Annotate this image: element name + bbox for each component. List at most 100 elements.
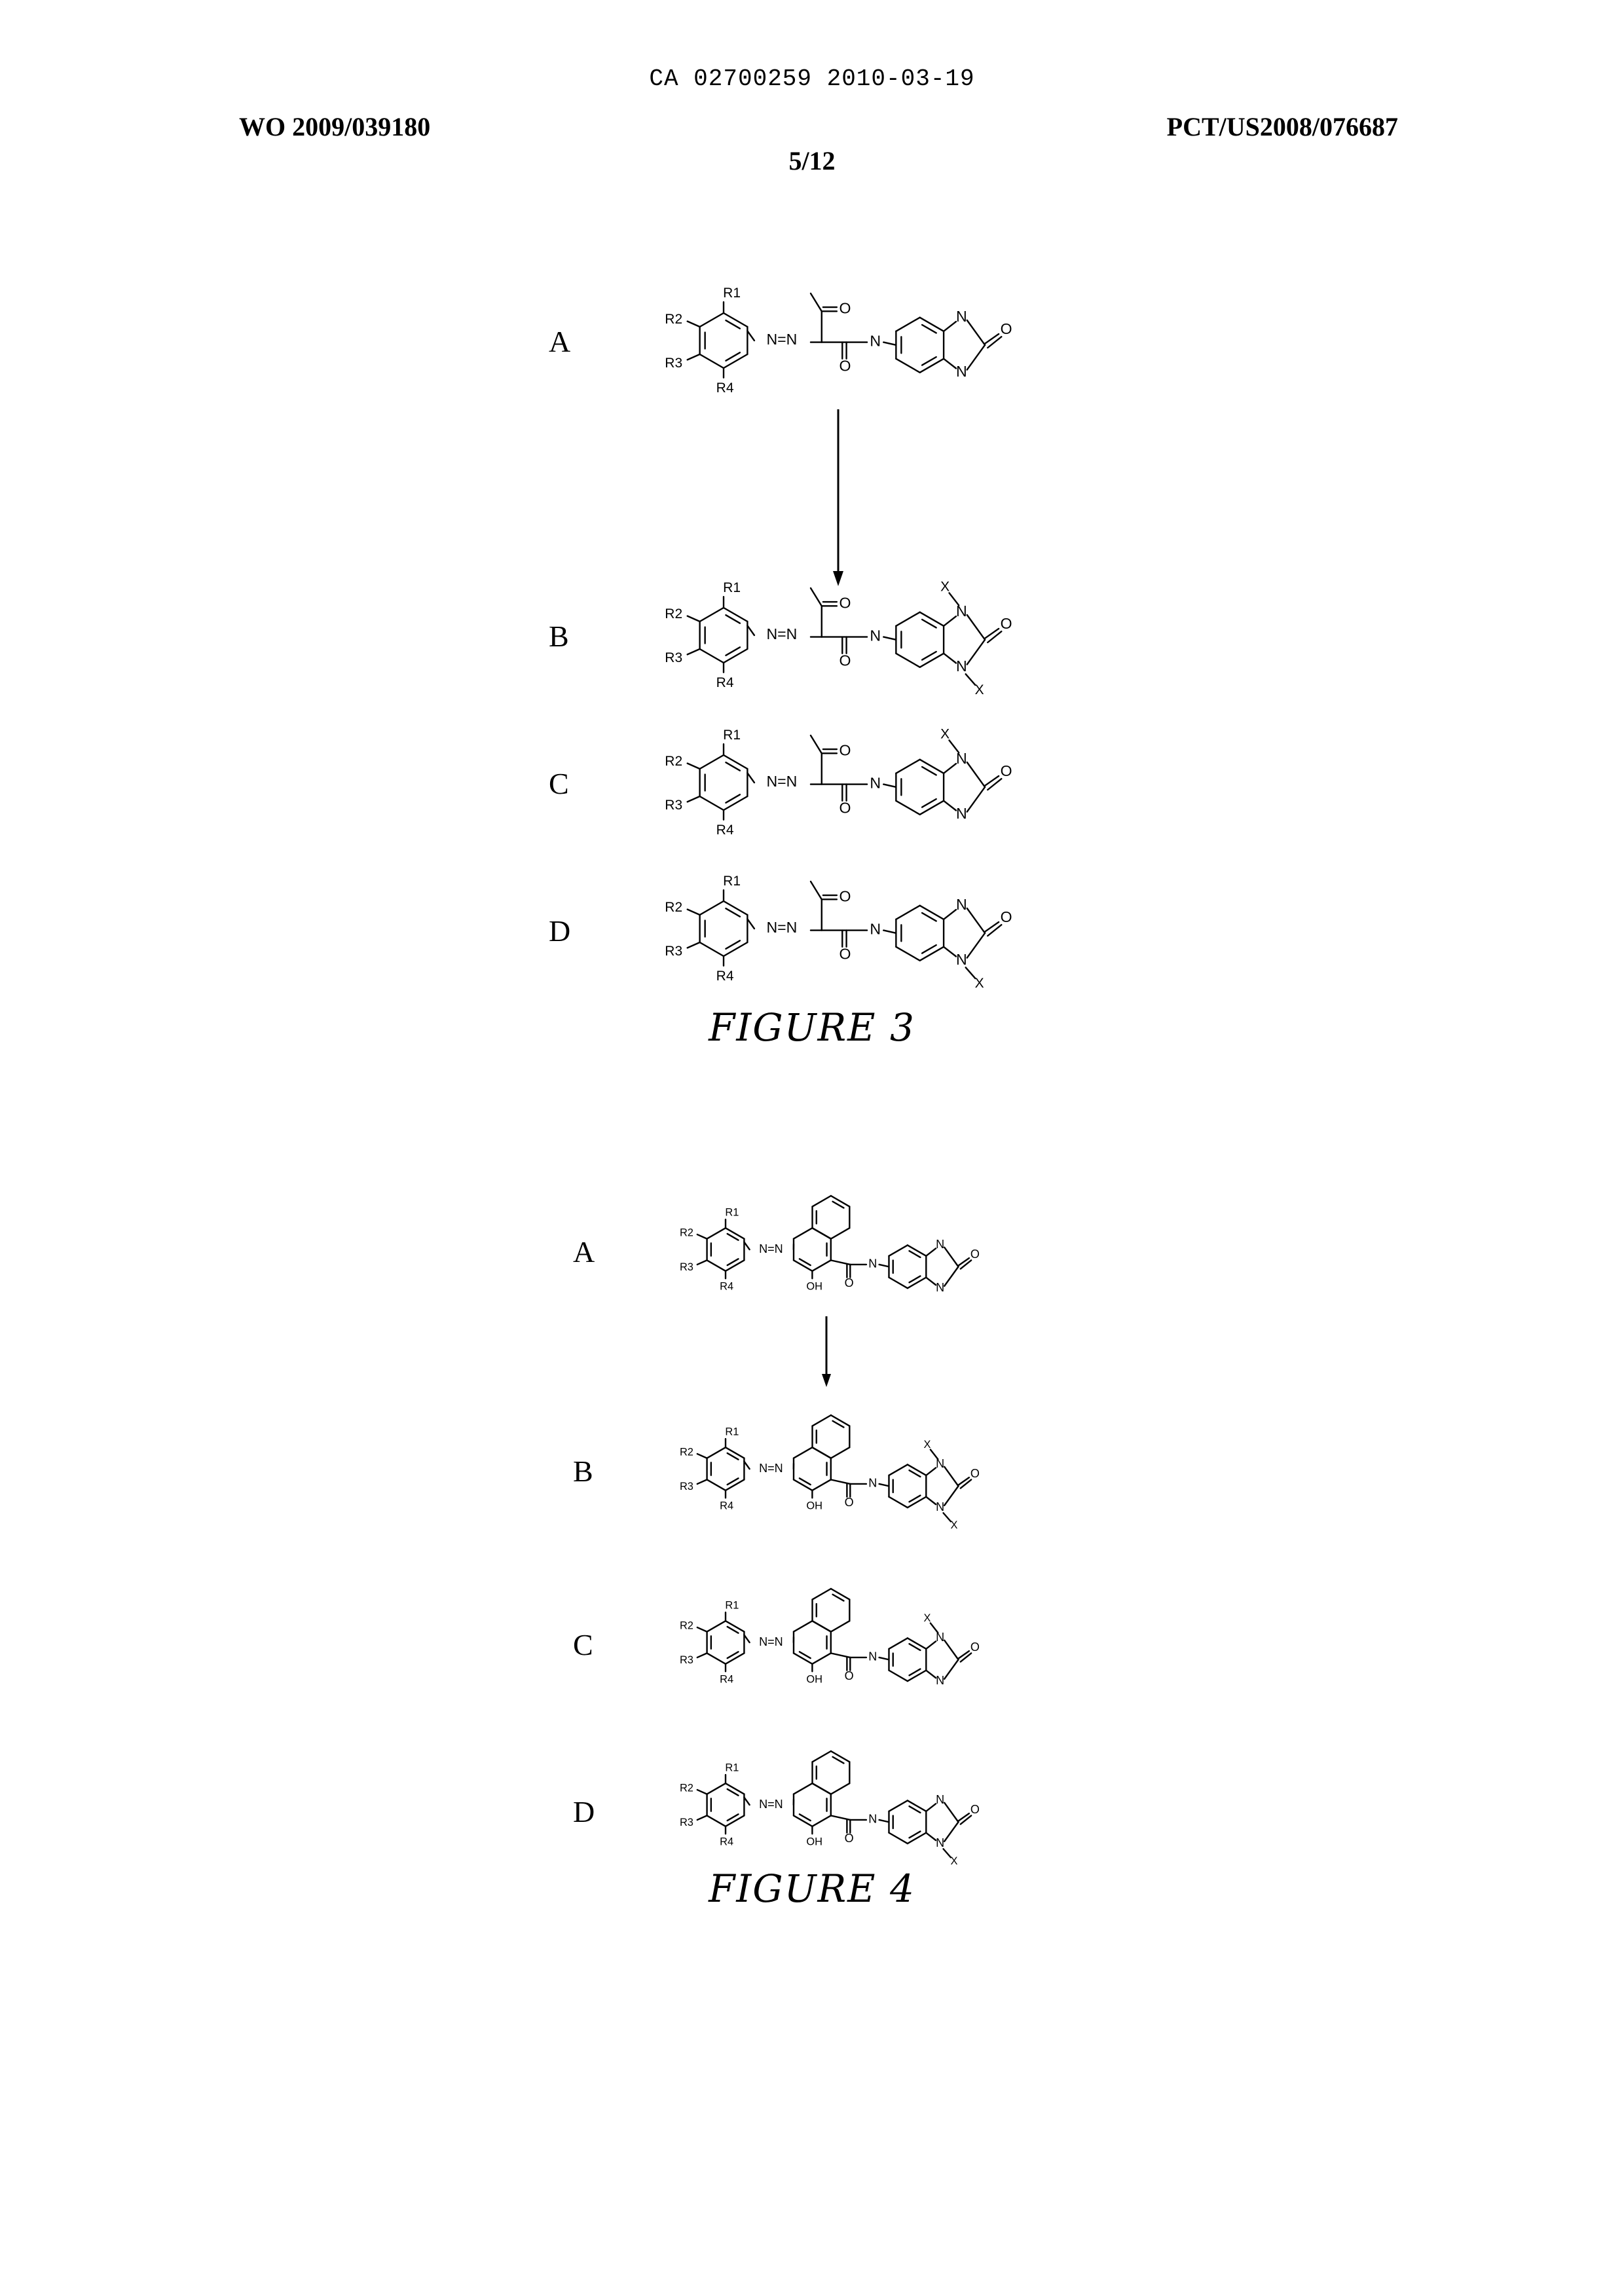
azo-label: N=N [759, 1462, 783, 1475]
oxygen-label: O [1001, 908, 1012, 925]
azo-label: N=N [759, 1635, 783, 1648]
oxygen-label: O [970, 1248, 980, 1261]
r4-label: R4 [716, 675, 734, 690]
oxygen-label: O [839, 887, 851, 904]
r2-label: R2 [680, 1783, 693, 1794]
r1-label: R1 [723, 286, 741, 301]
figure-3-caption: FIGURE 3 [0, 1005, 1624, 1050]
r1-label: R1 [725, 1426, 739, 1438]
r3-label: R3 [665, 944, 682, 959]
fig3-structure-b: R1R2R3R4N=NOONNNOXX [665, 580, 1012, 698]
r3-label: R3 [665, 650, 682, 665]
hydroxyl-label: OH [806, 1674, 822, 1686]
hydroxyl-label: OH [806, 1500, 822, 1512]
nitrogen-label: N [956, 896, 967, 913]
nitrogen-label: N [956, 363, 967, 380]
r1-label: R1 [725, 1207, 739, 1219]
substituent-x-label: X [940, 727, 950, 742]
substituent-x-label: X [950, 1855, 957, 1867]
fig4-structure-d: R1R2R3R4 N=N OH O N N N O X [680, 1751, 980, 1867]
oxygen-label: O [970, 1467, 980, 1480]
oxygen-label: O [839, 299, 851, 316]
r3-label: R3 [680, 1481, 693, 1492]
r3-label: R3 [680, 1654, 693, 1666]
nitrogen-label: N [956, 308, 967, 325]
nitrogen-label: N [936, 1500, 944, 1513]
substituent-x-label: X [923, 1439, 931, 1451]
figure-4-caption: FIGURE 4 [0, 1866, 1624, 1911]
oxygen-label: O [839, 652, 851, 669]
r1-label: R1 [725, 1600, 739, 1612]
nitrogen-label: N [870, 333, 881, 350]
r2-label: R2 [680, 1447, 693, 1458]
substituent-x-label: X [975, 976, 984, 991]
oxygen-label: O [970, 1640, 980, 1654]
r1-label: R1 [723, 874, 741, 889]
oxygen-label: O [839, 741, 851, 758]
oxygen-label: O [839, 594, 851, 611]
nitrogen-label: N [868, 1477, 877, 1490]
oxygen-label: O [1001, 762, 1012, 779]
oxygen-label: O [970, 1803, 980, 1816]
nitrogen-label: N [870, 627, 881, 644]
oxygen-label: O [845, 1276, 854, 1289]
fig4-arrow [822, 1316, 831, 1387]
nitrogen-label: N [868, 1257, 877, 1270]
hydroxyl-label: OH [806, 1281, 822, 1293]
nitrogen-label: N [956, 951, 967, 968]
r2-label: R2 [665, 754, 682, 769]
r3-label: R3 [665, 356, 682, 371]
fig3-arrow [833, 409, 843, 586]
azo-label: N=N [766, 773, 797, 790]
fig4-structure-a: R1R2R3R4N=NOHONNNO [680, 1196, 980, 1294]
fig4-structure-c: R1R2R3R4N=NOHONNNOX [680, 1589, 980, 1687]
azo-label: N=N [759, 1798, 783, 1811]
oxygen-label: O [845, 1669, 854, 1682]
nitrogen-label: N [936, 1793, 944, 1806]
r1-label: R1 [723, 728, 741, 743]
r4-label: R4 [720, 1836, 733, 1848]
nitrogen-label: N [936, 1836, 944, 1849]
azo-label: N=N [766, 919, 797, 936]
nitrogen-label: N [868, 1813, 877, 1826]
oxygen-label: O [845, 1832, 854, 1845]
oxygen-label: O [839, 358, 851, 375]
fig3-structure-d: R1R2R3R4N=NOONNNOX [665, 874, 1012, 991]
r4-label: R4 [720, 1674, 733, 1686]
azo-label: N=N [759, 1242, 783, 1255]
r1-label: R1 [725, 1762, 739, 1774]
r4-label: R4 [716, 823, 734, 838]
oxygen-label: O [1001, 615, 1012, 632]
nitrogen-label: N [956, 657, 967, 675]
r2-label: R2 [665, 606, 682, 621]
r2-label: R2 [680, 1620, 693, 1632]
r2-label: R2 [680, 1227, 693, 1239]
nitrogen-label: N [936, 1281, 944, 1294]
r4-label: R4 [720, 1500, 733, 1512]
fig3-structure-c: R1R2R3R4N=NOONNNOX [665, 727, 1012, 838]
substituent-x-label: X [975, 682, 984, 697]
fig4-structure-b: R1R2R3R4N=NOHONNNOXX [680, 1415, 980, 1531]
r3-label: R3 [665, 798, 682, 813]
nitrogen-label: N [870, 775, 881, 792]
r3-label: R3 [680, 1817, 693, 1828]
r1-label: R1 [723, 580, 741, 595]
oxygen-label: O [839, 946, 851, 963]
r4-label: R4 [716, 380, 734, 396]
r3-label: R3 [680, 1261, 693, 1273]
r2-label: R2 [665, 312, 682, 327]
oxygen-label: O [839, 800, 851, 817]
azo-label: N=N [766, 625, 797, 642]
oxygen-label: O [1001, 320, 1012, 337]
fig3-structure-a: R1R2R3R4 N=N O O N N N O [665, 286, 1012, 396]
nitrogen-label: N [956, 805, 967, 822]
hydroxyl-label: OH [806, 1836, 822, 1848]
nitrogen-label: N [936, 1674, 944, 1687]
oxygen-label: O [845, 1496, 854, 1509]
r4-label: R4 [720, 1281, 733, 1293]
substituent-x-label: X [923, 1612, 931, 1624]
azo-label: N=N [766, 331, 797, 348]
substituent-x-label: X [950, 1519, 957, 1531]
r2-label: R2 [665, 900, 682, 915]
